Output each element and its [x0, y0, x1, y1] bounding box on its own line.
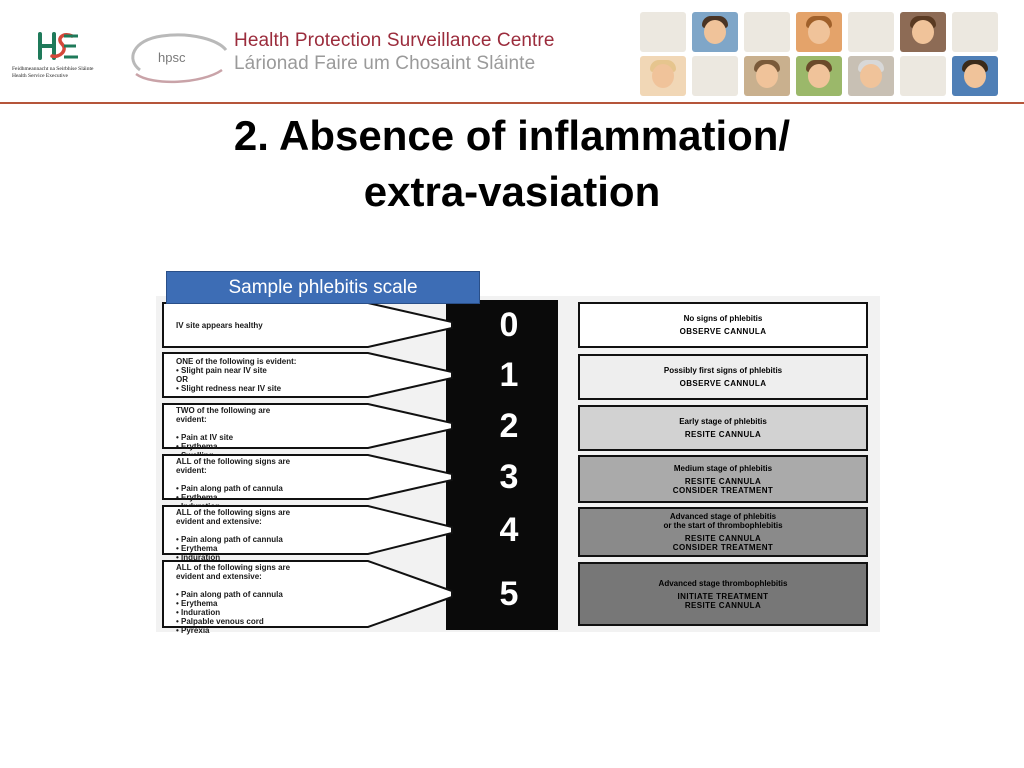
- criteria-line: • Pain at IV site: [176, 433, 234, 442]
- child-photo: [796, 12, 842, 52]
- recommended-action: RESITE CANNULA: [684, 534, 762, 543]
- org-subtitle: Lárionad Faire um Chosaint Sláinte: [234, 53, 536, 74]
- score-number: 2: [499, 407, 519, 445]
- hpsc-abbrev: hpsc: [158, 50, 186, 65]
- collage-tile: [848, 12, 894, 52]
- criteria-line: evident and extensive:: [176, 572, 262, 581]
- score-column: [446, 300, 558, 630]
- header-banner: Feidhmeannacht na Seirbhíse Sláinte Heal…: [0, 0, 1024, 104]
- collage-tile: [744, 12, 790, 52]
- recommended-action: RESITE CANNULA: [684, 476, 762, 486]
- baby-photo: [640, 56, 686, 96]
- recommended-action: CONSIDER TREATMENT: [672, 543, 774, 552]
- stage-description: Possibly first signs of phlebitis: [663, 366, 783, 375]
- score-number: 3: [499, 458, 519, 496]
- criteria-line: evident and extensive:: [176, 517, 262, 526]
- teen-photo: [952, 56, 998, 96]
- criteria-line: • Slight redness near IV site: [176, 384, 282, 393]
- collage-tile: [640, 12, 686, 52]
- criteria-line: ONE of the following is evident:: [176, 357, 297, 366]
- collage-tile: [952, 12, 998, 52]
- family-photo: [692, 12, 738, 52]
- stage-description: Advanced stage of phlebitis: [669, 512, 777, 521]
- hse-english-name: Health Service Executive: [12, 73, 68, 79]
- criteria-box: IV site appears healthy: [162, 302, 462, 348]
- hse-irish-name: Feidhmeannacht na Seirbhíse Sláinte: [12, 66, 94, 72]
- recommended-action: CONSIDER TREATMENT: [672, 485, 774, 495]
- stage-description: Advanced stage thrombophlebitis: [658, 578, 788, 588]
- criteria-line: • Erythema: [176, 442, 218, 451]
- stage-description: Medium stage of phlebitis: [673, 463, 773, 473]
- score-number: 4: [499, 511, 519, 549]
- criteria-line: IV site appears healthy: [176, 320, 263, 330]
- criteria-line: evident:: [176, 415, 207, 424]
- stage-description: or the start of thrombophlebitis: [663, 521, 783, 530]
- figure-label: Sample phlebitis scale: [166, 271, 480, 304]
- person-photo: [744, 56, 790, 96]
- collage-tile: [900, 56, 946, 96]
- slide-title-line-1: 2. Absence of inflammation/: [233, 112, 791, 159]
- slide-title-line-2: extra-vasiation: [363, 168, 661, 215]
- girl-photo: [796, 56, 842, 96]
- criteria-line: • Induration: [176, 553, 221, 562]
- stage-description: No signs of phlebitis: [683, 314, 763, 323]
- recommended-action: OBSERVE CANNULA: [679, 379, 767, 388]
- hpsc-swoosh-icon: [131, 33, 228, 84]
- recommended-action: INITIATE TREATMENT: [677, 591, 769, 601]
- collage-tile: [692, 56, 738, 96]
- criteria-line: • Erythema: [176, 544, 218, 553]
- criteria-line: • Pain along path of cannula: [176, 535, 283, 544]
- criteria-line: • Induration: [176, 608, 221, 617]
- criteria-line: • Palpable venous cord: [176, 617, 264, 626]
- criteria-line: OR: [176, 375, 188, 384]
- boy-photo: [900, 12, 946, 52]
- criteria-line: TWO of the following are: [176, 406, 271, 415]
- score-number: 1: [499, 356, 519, 394]
- criteria-line: evident:: [176, 466, 207, 475]
- criteria-line: • Erythema: [176, 493, 218, 502]
- criteria-line: ALL of the following signs are: [176, 563, 291, 572]
- hse-logo-icon: [38, 32, 78, 60]
- criteria-line: • Pain along path of cannula: [176, 590, 283, 599]
- score-number: 5: [499, 575, 519, 613]
- header-divider: [0, 102, 1024, 104]
- recommended-action: RESITE CANNULA: [684, 430, 762, 439]
- org-title: Health Protection Surveillance Centre: [234, 30, 555, 51]
- criteria-line: • Erythema: [176, 599, 218, 608]
- hse-logo: Feidhmeannacht na Seirbhíse Sláinte Heal…: [12, 30, 108, 82]
- elderly-photo: [848, 56, 894, 96]
- recommended-action: RESITE CANNULA: [684, 600, 762, 610]
- criteria-line: • Pain along path of cannula: [176, 484, 283, 493]
- photo-collage: [640, 12, 1006, 98]
- criteria-line: • Pyrexia: [176, 626, 210, 635]
- criteria-line: ALL of the following signs are: [176, 457, 291, 466]
- criteria-box: ONE of the following is evident:• Slight…: [162, 352, 462, 398]
- score-number: 0: [499, 306, 519, 344]
- criteria-line: • Slight pain near IV site: [176, 366, 267, 375]
- criteria-line: ALL of the following signs are: [176, 508, 291, 517]
- slide-title: 2. Absence of inflammation/ extra-vasiat…: [112, 108, 912, 220]
- stage-description: Early stage of phlebitis: [679, 417, 767, 426]
- recommended-action: OBSERVE CANNULA: [679, 327, 767, 336]
- hpsc-logo: hpsc: [122, 30, 232, 86]
